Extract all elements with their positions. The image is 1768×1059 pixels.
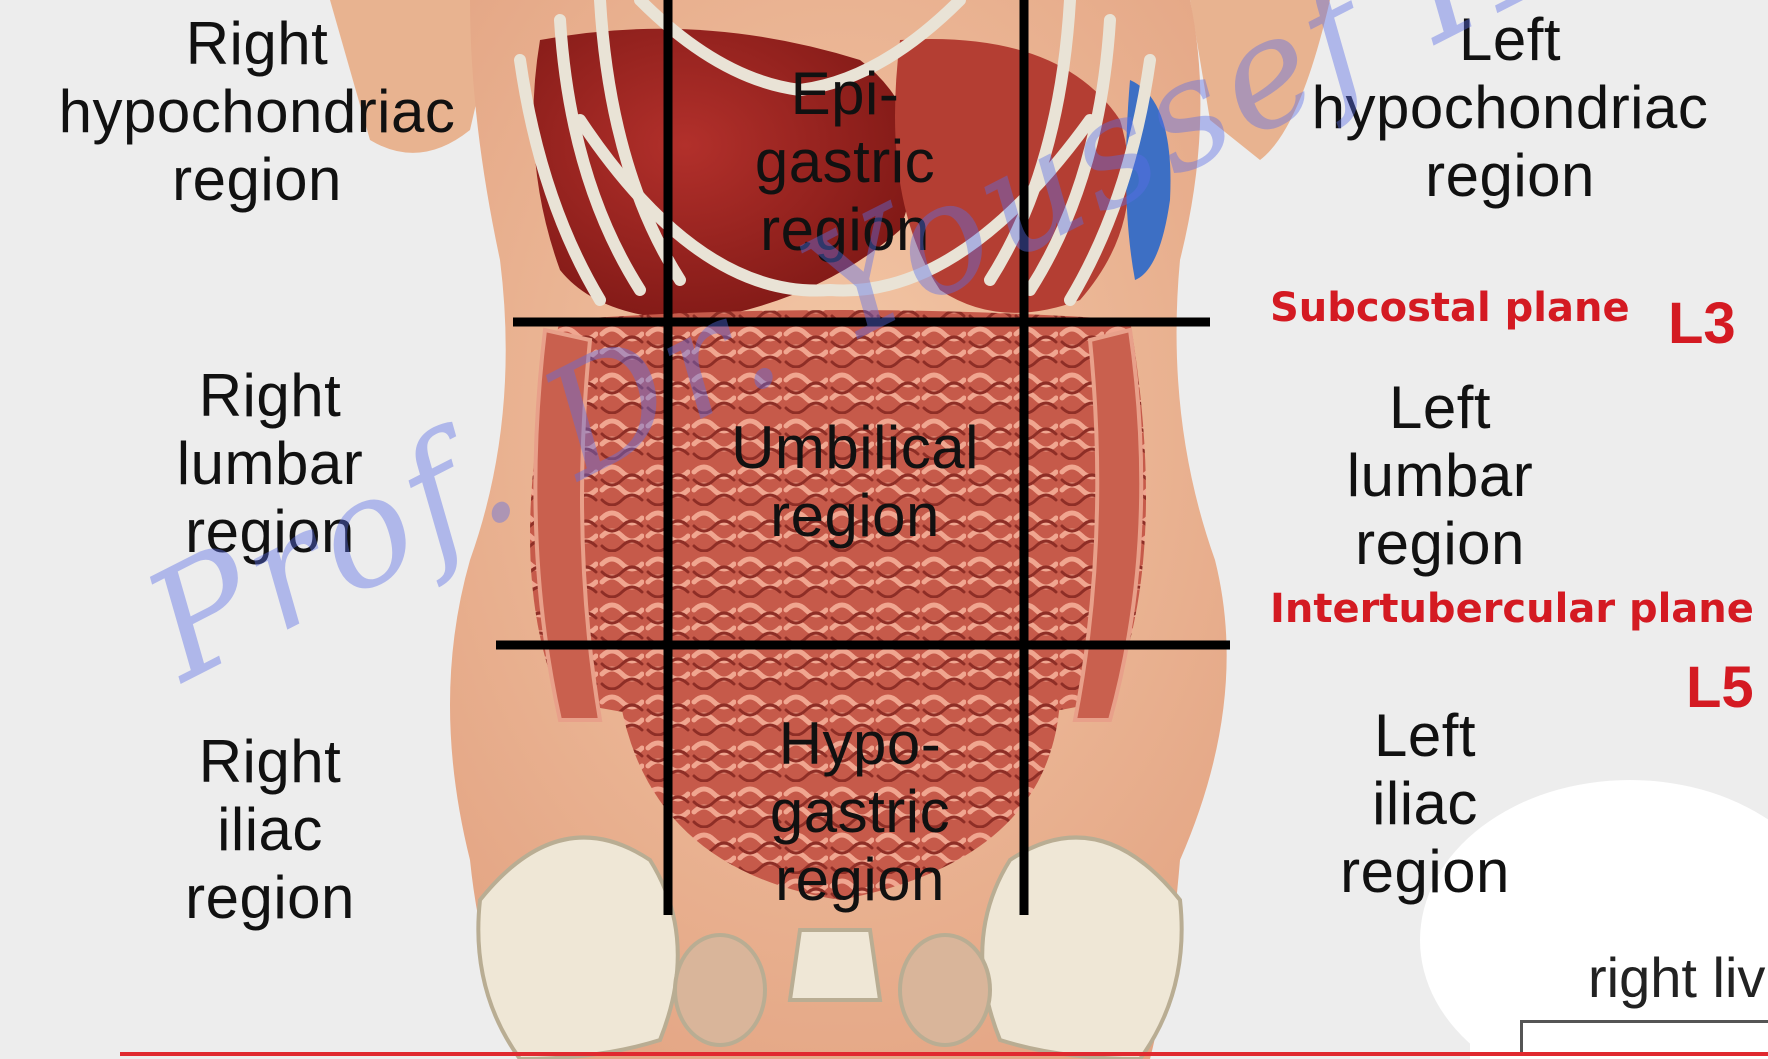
bottom-red-rule <box>120 1052 1768 1056</box>
label-intertubercular-level: L5 <box>1686 654 1754 721</box>
label-intertubercular-plane: Intertubercular plane <box>1270 586 1754 632</box>
note-bracket <box>1520 1020 1768 1053</box>
label-left-iliac: Left iliac region <box>1300 702 1550 906</box>
cropped-note: right liv <box>1588 945 1765 1010</box>
label-hypogastric: Hypo- gastric region <box>720 710 1000 914</box>
label-subcostal-level: L3 <box>1668 290 1736 357</box>
label-right-hypochondriac: Right hypochondriac region <box>22 10 492 214</box>
label-subcostal-plane: Subcostal plane <box>1270 285 1630 331</box>
label-left-lumbar: Left lumbar region <box>1310 374 1570 578</box>
label-right-iliac: Right iliac region <box>140 728 400 932</box>
